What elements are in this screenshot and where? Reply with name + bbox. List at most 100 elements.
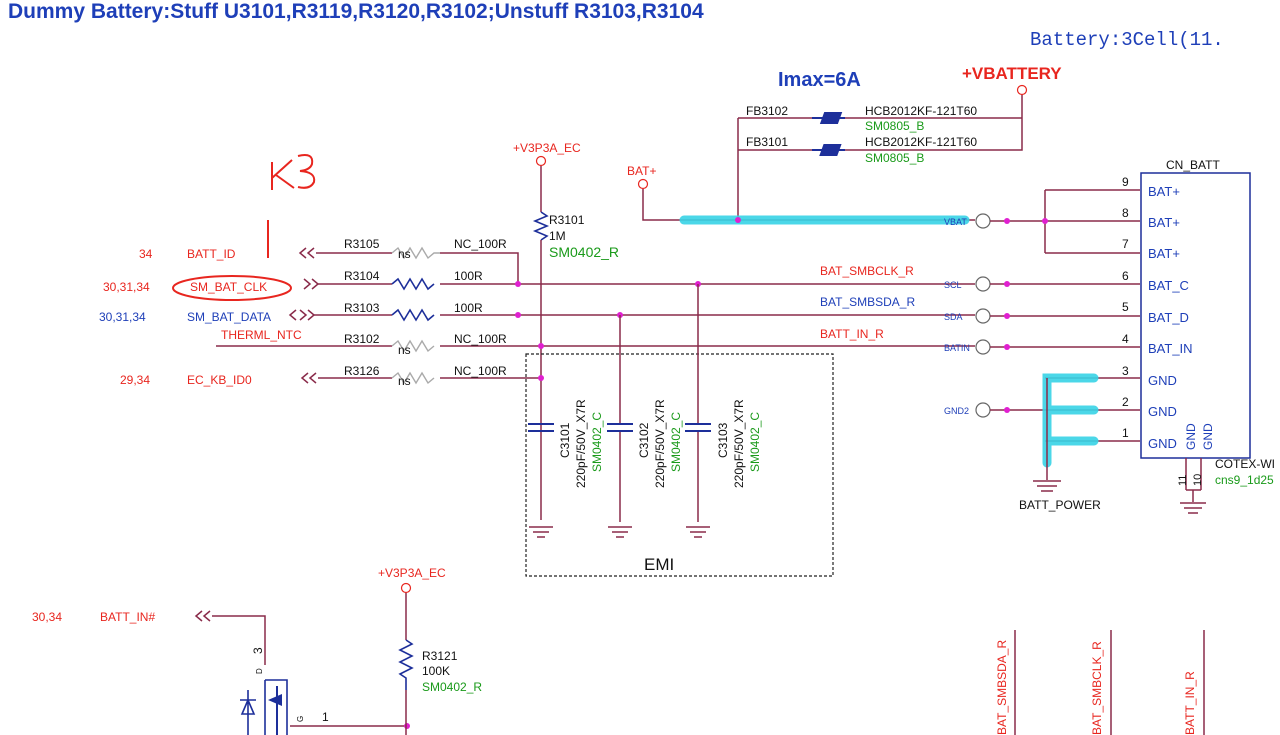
pin-label: BAT+ (1148, 184, 1180, 199)
pin-label: BAT_C (1148, 278, 1189, 293)
batin-pin-label: BATIN (944, 343, 970, 353)
c3101-val: 220pF/50V_X7R (574, 399, 588, 488)
batt-power-label: BATT_POWER (1019, 498, 1101, 512)
ec-kb-id0-pages: 29,34 (120, 373, 150, 387)
pin-num: 3 (1122, 364, 1129, 378)
handwritten-circle (172, 275, 292, 301)
r3101-pkg: SM0402_R (549, 244, 619, 260)
r3121-val: 100K (422, 664, 450, 678)
side-gnd-label: GND (1201, 423, 1215, 450)
capacitor-c3103 (685, 423, 711, 432)
batt-id-wire (316, 252, 519, 283)
r3101-resistor (532, 211, 550, 241)
side-gnd-label: GND (1184, 423, 1198, 450)
connector-name: CN_BATT (1166, 158, 1220, 172)
batt-id-port-arrow (298, 247, 315, 259)
connector-vendor: COTEX-WI (1215, 457, 1275, 471)
batt-id-name: BATT_ID (187, 247, 236, 261)
pin-num: 7 (1122, 237, 1129, 251)
emi-box (525, 353, 834, 577)
pin-label: BAT_D (1148, 310, 1189, 325)
sm-bat-data-name: SM_BAT_DATA (187, 310, 271, 324)
bat-plus-terminal (637, 178, 649, 190)
c3101-pkg: SM0402_C (590, 412, 604, 472)
junction-dot (1004, 344, 1010, 350)
r3102-ns: ns (398, 343, 411, 357)
batt-in-port-arrow (194, 610, 211, 622)
pin-label: GND (1148, 404, 1177, 419)
bottom-net-smbclk: BAT_SMBCLK_R (1090, 641, 1104, 735)
mosfet-pin3: 3 (251, 647, 265, 654)
r3104-resistor (391, 277, 435, 291)
c3103-val: 220pF/50V_X7R (732, 399, 746, 488)
therml-ntc-name: THERML_NTC (221, 328, 302, 342)
r3121-pkg: SM0402_R (422, 680, 482, 694)
sm-bat-clk-name: SM_BAT_CLK (190, 280, 267, 294)
schematic-title: Dummy Battery:Stuff U3101,R3119,R3120,R3… (8, 0, 704, 23)
pin-label: BAT_IN (1148, 341, 1193, 356)
junction-dot (538, 375, 544, 381)
r3126-ref: R3126 (344, 364, 380, 378)
pin-label: GND (1148, 373, 1177, 388)
ec-kb-id0-name: EC_KB_ID0 (187, 373, 252, 387)
v3p3a-ec-lower-label: +V3P3A_EC (378, 566, 446, 580)
ground-symbol (686, 526, 710, 538)
r3121-ref: R3121 (422, 649, 458, 663)
bottom-net-wires (1014, 630, 1205, 735)
bottom-net-smbsda: BAT_SMBSDA_R (995, 640, 1009, 735)
sm-bat-data-pages: 30,31,34 (99, 310, 146, 324)
vbattery-wires (845, 95, 1023, 151)
connector-pkg: cns9_1d25 (1215, 473, 1274, 487)
r3102-val: NC_100R (454, 332, 507, 346)
v3p3a-ec-label: +V3P3A_EC (513, 141, 581, 155)
r3121-resistor (398, 639, 414, 690)
c3102-pkg: SM0402_C (669, 412, 683, 472)
junction-dot (1004, 218, 1010, 224)
c3101-ref: C3101 (558, 422, 572, 458)
vbat-pin-label: VBAT (944, 217, 967, 227)
pin-num: 1 (1122, 426, 1129, 440)
junction-dot (404, 723, 410, 729)
mosfet-symbol (240, 679, 288, 735)
junction-dot (1004, 313, 1010, 319)
c3103-pkg: SM0402_C (748, 412, 762, 472)
r3105-resistor (391, 246, 440, 260)
r3105-ref: R3105 (344, 237, 380, 251)
batt-id-pages: 34 (139, 247, 153, 261)
handwriting-text: K3 (0, 0, 2, 1)
r3101-ref: R3101 (549, 213, 585, 227)
gnd2-pin-label: GND2 (944, 406, 969, 416)
batt-in-wire (212, 615, 266, 665)
r3103-ref: R3103 (344, 301, 380, 315)
bat-plus-label: BAT+ (627, 164, 656, 178)
junction-dot (515, 281, 521, 287)
capacitor-c3102 (607, 423, 633, 432)
r3104-val: 100R (454, 269, 483, 283)
batt-in-signal: BATT_IN# (100, 610, 155, 624)
r3126-resistor (391, 371, 435, 385)
capacitor-c3101 (528, 423, 554, 432)
mosfet-pin-g: G (296, 716, 305, 722)
junction-dot (515, 312, 521, 318)
ground-symbol (1180, 502, 1206, 514)
vbat-wire (642, 189, 975, 221)
pin-num: 6 (1122, 269, 1129, 283)
bottom-net-batt-in: BATT_IN_R (1183, 671, 1197, 735)
mosfet-pin1: 1 (322, 710, 329, 724)
batt-in-pages: 30,34 (32, 610, 62, 624)
sda-pin-label: SDA (944, 312, 963, 322)
batt-power-ground (1033, 480, 1061, 492)
r3103-val: 100R (454, 301, 483, 315)
ground-symbol (529, 526, 553, 538)
v3p3a-ec-terminal (535, 155, 547, 167)
gnd-bus-highlight (1042, 373, 1099, 468)
r3101-val: 1M (549, 229, 566, 243)
side-gnd-wires (1185, 458, 1202, 502)
junction-dot (735, 217, 741, 223)
fb3102-ref: FB3102 (746, 104, 788, 118)
pin-num: 9 (1122, 175, 1129, 189)
ferrite-bead-fb3101 (812, 144, 845, 156)
fb3102-part: HCB2012KF-121T60 (865, 104, 977, 118)
pin-num: 2 (1122, 395, 1129, 409)
